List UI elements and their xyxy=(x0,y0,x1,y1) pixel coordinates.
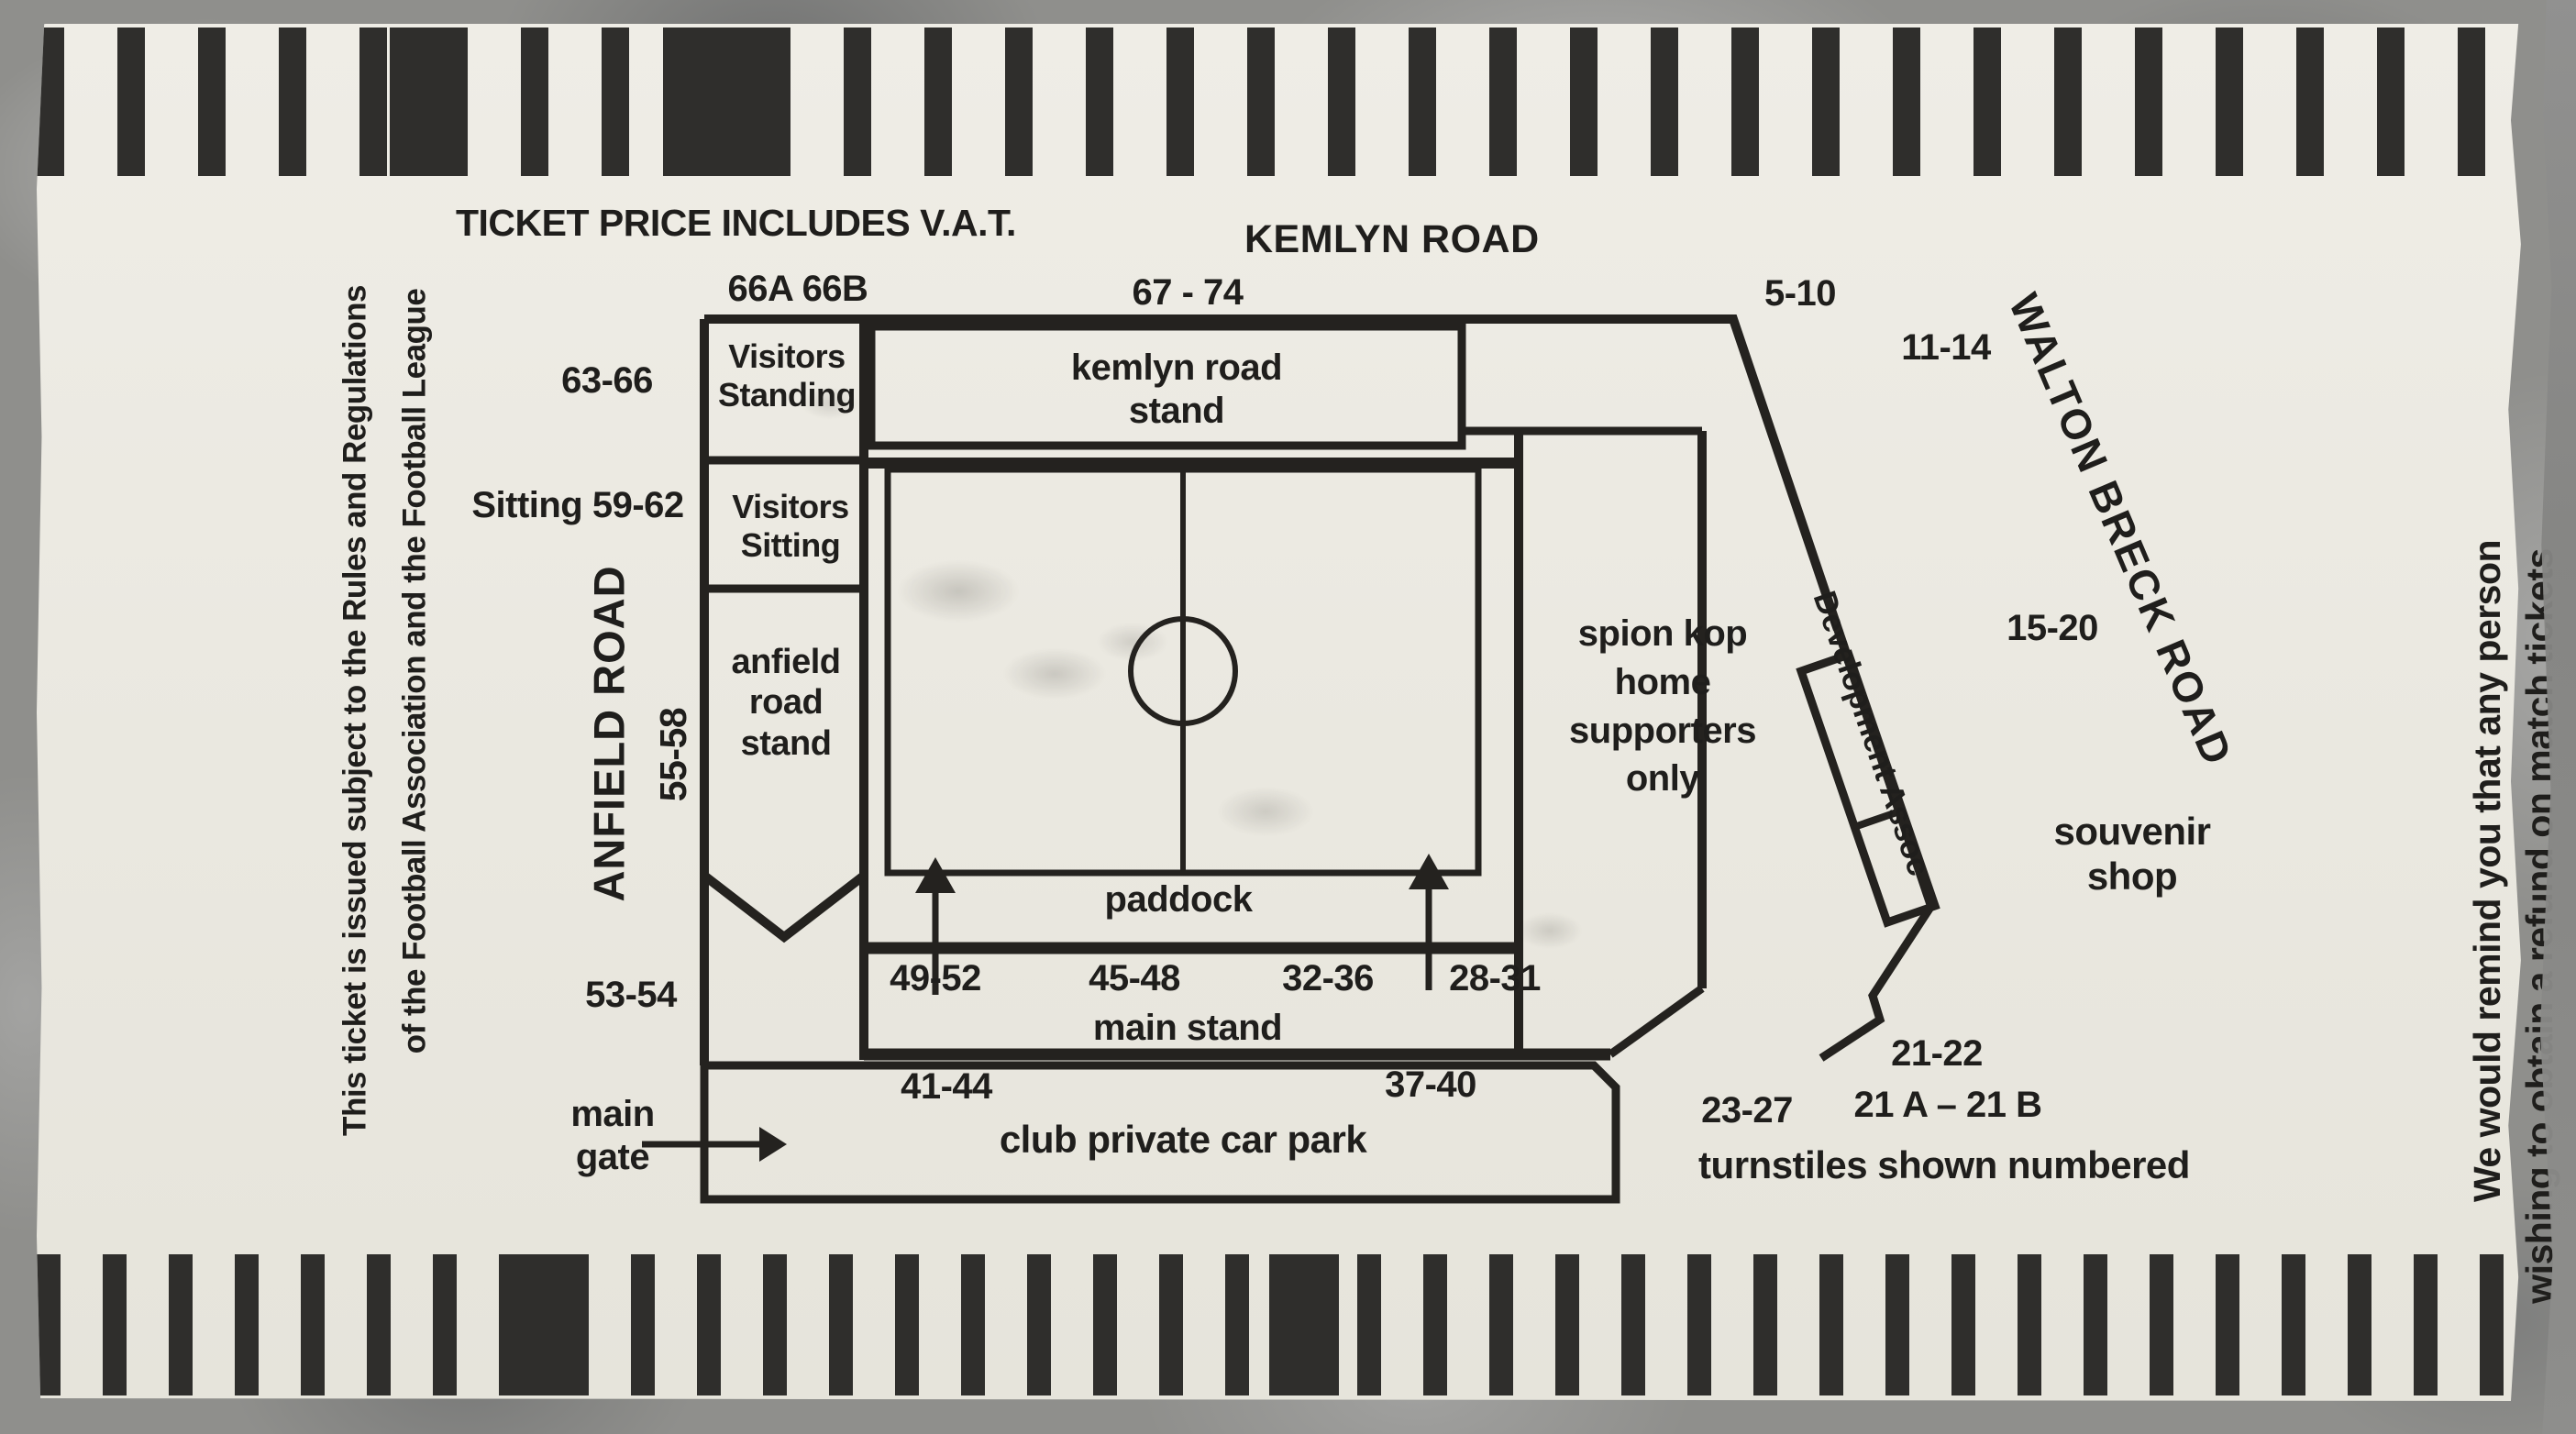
turnstile-21-22: 21-22 xyxy=(1891,1033,1983,1074)
turnstile-21a-21b: 21 A – 21 B xyxy=(1853,1085,2043,1125)
turnstile-32-36: 32-36 xyxy=(1282,958,1374,998)
turnstile-55-58: 55-58 xyxy=(652,707,695,802)
turnstile-37-40: 37-40 xyxy=(1385,1064,1476,1105)
anfield-road-label: ANFIELD ROAD xyxy=(584,565,634,902)
turnstile-49-52: 49-52 xyxy=(890,958,981,998)
souvenir-shop-label: souvenir shop xyxy=(2053,810,2211,899)
turnstile-sitting-59-62: Sitting 59-62 xyxy=(471,485,684,525)
stand-anfield-road: anfield road stand xyxy=(731,643,841,763)
main-stand-label: main stand xyxy=(1092,1008,1283,1048)
legal-text-left-line2: of the Football Association and the Foot… xyxy=(396,288,433,1054)
perforation-wide-bar xyxy=(1269,1254,1339,1395)
perforation-wide-bar xyxy=(390,28,461,176)
legal-text-left-line1: This ticket is issued subject to the Rul… xyxy=(337,285,373,1136)
stand-kemlyn-road: kemlyn road stand xyxy=(1070,347,1283,431)
kemlyn-road-label: KEMLYN ROAD xyxy=(1244,217,1540,261)
stand-visitors-sitting: Visitors Sitting xyxy=(732,488,849,565)
turnstile-53-54: 53-54 xyxy=(585,975,677,1015)
perforation-wide-bar xyxy=(663,28,766,176)
paddock-label: paddock xyxy=(1104,879,1253,920)
turnstile-15-20: 15-20 xyxy=(2007,608,2098,648)
main-gate-label: main gate xyxy=(570,1094,655,1177)
turnstile-23-27: 23-27 xyxy=(1701,1090,1793,1131)
turnstile-63-66: 63-66 xyxy=(561,360,653,401)
refund-text-line1: We would remind you that any person xyxy=(2466,539,2509,1203)
turnstile-41-44: 41-44 xyxy=(901,1066,992,1107)
vat-note: TICKET PRICE INCLUDES V.A.T. xyxy=(456,202,1016,244)
ticket-paper xyxy=(37,24,2521,1401)
car-park-label: club private car park xyxy=(999,1118,1367,1161)
turnstile-45-48: 45-48 xyxy=(1089,958,1180,998)
turnstiles-note: turnstiles shown numbered xyxy=(1698,1143,2190,1186)
turnstile-5-10: 5-10 xyxy=(1763,273,1837,314)
turnstile-28-31: 28-31 xyxy=(1449,958,1541,998)
stand-spion-kop: spion kop home supporters only xyxy=(1569,613,1756,800)
stand-visitors-standing: Visitors Standing xyxy=(718,337,856,414)
turnstile-66a-66b: 66A 66B xyxy=(727,269,868,309)
perforation-wide-bar xyxy=(521,1254,585,1395)
turnstile-11-14: 11-14 xyxy=(1901,327,1991,368)
turnstile-67-74: 67 - 74 xyxy=(1132,272,1244,313)
